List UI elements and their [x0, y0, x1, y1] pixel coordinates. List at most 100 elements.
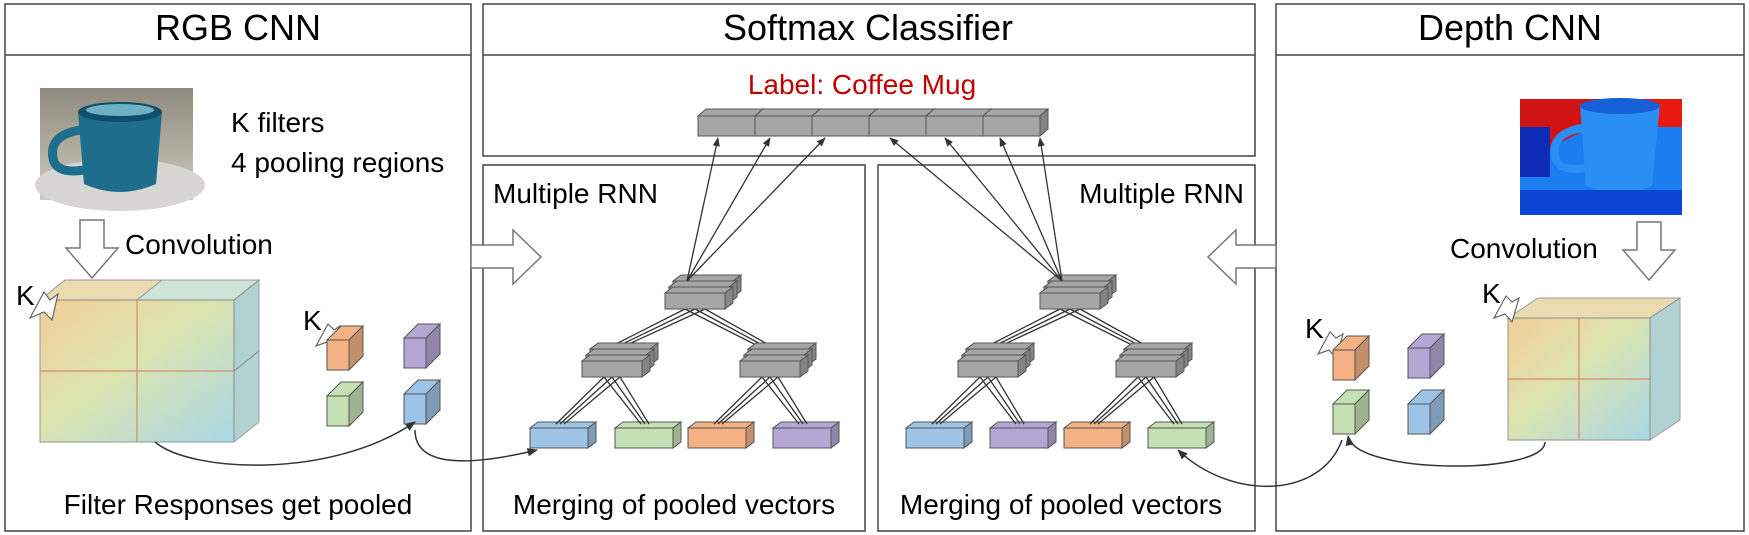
tree-edge [1153, 376, 1183, 425]
leaf-vector [771, 421, 841, 449]
tree-edge [717, 376, 771, 425]
rnn-left-title: Multiple RNN [493, 178, 658, 209]
tree-edge [605, 308, 686, 350]
root-node [663, 274, 743, 310]
leaf-vector [988, 421, 1058, 449]
tree-edge [563, 376, 621, 425]
softmax-cell [867, 107, 936, 138]
rgb-pooled-k-label: K [303, 305, 322, 336]
tree-edge [769, 376, 804, 425]
softmax-cell [696, 107, 765, 138]
tree-edge [1093, 376, 1147, 425]
depth-pooled-green [1331, 388, 1371, 436]
tree-edge [559, 376, 613, 425]
rnn-right-panel [877, 164, 1256, 532]
k-filters-text: K filters [231, 107, 324, 138]
depth-filter-cube [1506, 297, 1682, 441]
depth-convolution-label: Convolution [1450, 233, 1598, 264]
depth-cnn-panel [1275, 3, 1745, 532]
leaf-vector [686, 421, 756, 449]
panel-frames [4, 3, 1745, 532]
predicted-label: Label: Coffee Mug [748, 69, 976, 100]
leaf-vector [528, 421, 598, 449]
tree-edge [555, 376, 605, 425]
softmax-output-vector [696, 107, 1050, 138]
root-to-softmax-arrow [686, 137, 771, 282]
root-to-softmax-arrow [1037, 137, 1063, 282]
softmax-panel [482, 3, 1256, 157]
depth-pooled-orange [1331, 334, 1371, 382]
mid-node [580, 342, 660, 378]
leaf-vector [904, 421, 974, 449]
rnn-left-panel [482, 164, 866, 532]
tree-edge [1089, 376, 1139, 425]
tree-edge [713, 376, 763, 425]
leaf-vector [1146, 421, 1216, 449]
tree-edge [995, 376, 1025, 425]
softmax-title: Softmax Classifier [723, 7, 1013, 48]
root-to-softmax-arrow [686, 137, 720, 282]
root-node-layer [1038, 286, 1110, 310]
depth-pooled-purple [1406, 332, 1446, 380]
leaf-vector [1062, 421, 1132, 449]
tree-edge [993, 308, 1081, 350]
tree-edge [611, 376, 646, 425]
depth-pooled-k-label: K [1305, 313, 1324, 344]
depth-pooled-blue [1406, 388, 1446, 436]
rnn-right-caption: Merging of pooled vectors [900, 489, 1222, 520]
rgb-convolution-label: Convolution [125, 229, 273, 260]
tree-edge [981, 308, 1061, 350]
rgb-pooled-to-tree-curve [414, 429, 539, 462]
tree-edge [619, 376, 650, 425]
tree-edge [617, 308, 706, 350]
right-flow-arrow [470, 228, 543, 286]
tree-edge [979, 376, 1017, 425]
rgb-cube-k-label: K [16, 280, 35, 311]
rnn-left-tree [528, 137, 841, 449]
rgb-cube-to-pooled-curve [154, 421, 416, 466]
rgb-cnn-title: RGB CNN [155, 7, 321, 48]
root-node-layer [663, 286, 735, 310]
tree-edge [684, 308, 765, 350]
depth-cube-k-arrow-icon [1492, 295, 1520, 324]
depth-cube-to-pooled-curve [1345, 434, 1546, 467]
tree-edge [1069, 308, 1147, 350]
root-to-softmax-arrow [999, 137, 1063, 282]
depth-cube-k-label: K [1482, 278, 1501, 309]
tree-edge [603, 376, 642, 425]
tree-edge [987, 308, 1071, 350]
tree-edge [704, 308, 777, 350]
mid-node [956, 342, 1036, 378]
rgb-filter-cube [38, 278, 261, 444]
tree-edge [721, 376, 779, 425]
pooled-vectors [325, 322, 1446, 436]
mid-node-layer [1114, 354, 1186, 378]
root-to-softmax-arrow [944, 137, 1063, 282]
tree-edge [939, 376, 997, 425]
depth-cnn-title: Depth CNN [1418, 7, 1602, 48]
rgb-cnn-panel [4, 3, 472, 532]
mid-node [1114, 342, 1194, 378]
mid-node-layer [738, 354, 810, 378]
depth-convolution-arrow [1621, 221, 1677, 282]
tree-edge [694, 308, 771, 350]
rnn-right-title: Multiple RNN [1079, 178, 1244, 209]
tree-edge [1079, 308, 1153, 350]
tree-edge [935, 376, 989, 425]
tree-edge [777, 376, 808, 425]
rnn-left-caption: Merging of pooled vectors [513, 489, 835, 520]
rnn-right-tree [889, 137, 1216, 449]
rgb-mug-image [35, 88, 205, 211]
softmax-cell [810, 107, 879, 138]
softmax-cell [981, 107, 1050, 138]
softmax-cell [753, 107, 822, 138]
tree-edge [1097, 376, 1155, 425]
rgb-pooled-blue [402, 378, 442, 426]
tree-edge [761, 376, 800, 425]
left-flow-arrow [1206, 228, 1277, 286]
rgb-cube-k-arrow-icon [28, 290, 59, 322]
rgb-convolution-arrow [64, 219, 120, 280]
root-node [1038, 274, 1118, 310]
pooling-regions-text: 4 pooling regions [231, 147, 444, 178]
